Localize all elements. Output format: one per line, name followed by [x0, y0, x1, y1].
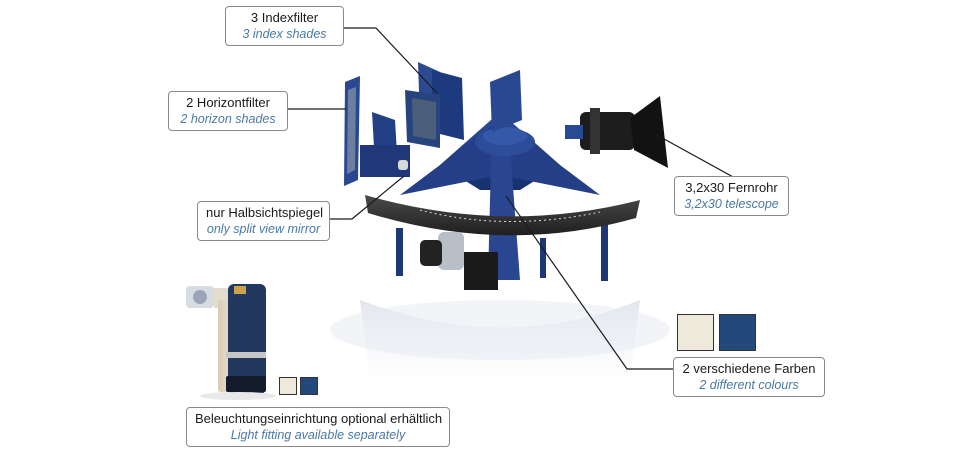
telescope-label: 3,2x30 Fernrohr — [685, 180, 778, 195]
index-shades-callout: 3 Indexfilter 3 index shades — [225, 6, 344, 46]
light-fitting-label: Beleuchtungseinrichtung optional erhältl… — [195, 411, 443, 426]
index-shades-translation: 3 index shades — [242, 27, 327, 41]
telescope-callout: 3,2x30 Fernrohr 3,2x30 telescope — [674, 176, 789, 216]
cream-colour-swatch — [677, 314, 714, 351]
colours-label: 2 verschiedene Farben — [682, 361, 816, 376]
sextant — [344, 62, 668, 290]
light-fitting-translation: Light fitting available separately — [230, 428, 406, 442]
horizon-shades-callout: 2 Horizontfilter 2 horizon shades — [168, 91, 288, 131]
light-fitting-image — [186, 284, 276, 400]
colours-translation: 2 different colours — [699, 378, 799, 392]
sextant-reflection — [330, 300, 670, 400]
colours-callout: 2 verschiedene Farben 2 different colour… — [673, 357, 825, 397]
index-shades-label: 3 Indexfilter — [250, 10, 319, 25]
cream-colour-swatch-small — [279, 377, 297, 395]
navy-colour-swatch-small — [300, 377, 318, 395]
horizon-shades-translation: 2 horizon shades — [180, 112, 276, 126]
light-fitting-callout: Beleuchtungseinrichtung optional erhältl… — [186, 407, 450, 447]
split-mirror-translation: only split view mirror — [206, 222, 321, 236]
navy-colour-swatch — [719, 314, 756, 351]
telescope-translation: 3,2x30 telescope — [684, 197, 779, 211]
split-mirror-callout: nur Halbsichtspiegel only split view mir… — [197, 201, 330, 241]
split-mirror-label: nur Halbsichtspiegel — [206, 205, 324, 220]
horizon-shades-label: 2 Horizontfilter — [186, 95, 270, 110]
